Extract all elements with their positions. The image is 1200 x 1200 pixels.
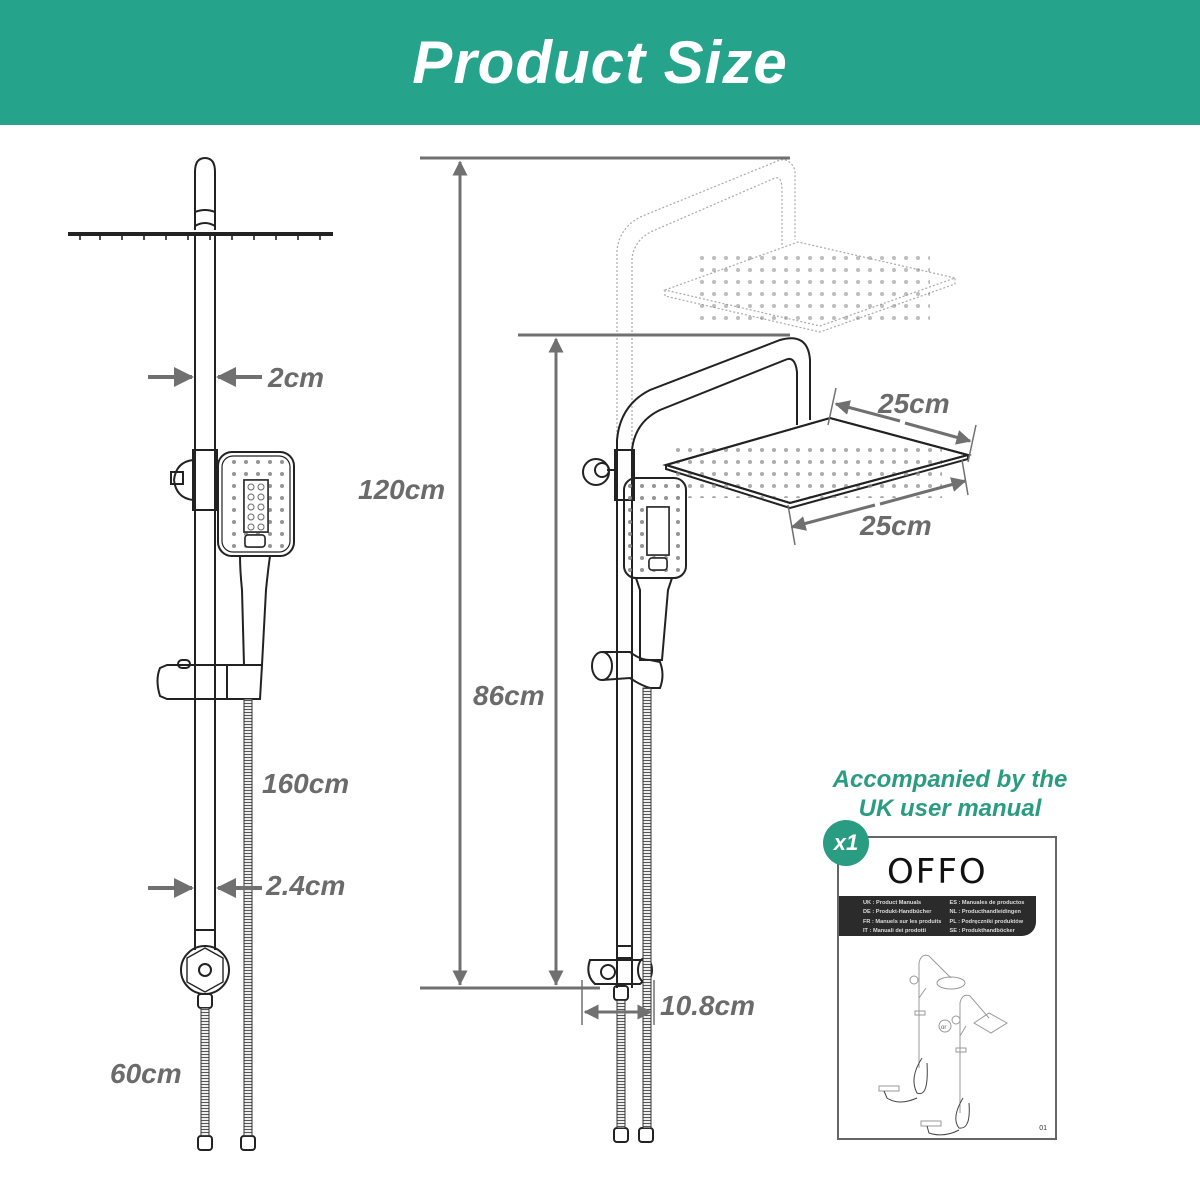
dim-min-height: 86cm (473, 680, 545, 711)
quantity-badge: x1 (823, 820, 869, 866)
left-inlet-hose (200, 1007, 210, 1137)
dim-rail-bottom-width: 2.4cm (266, 870, 346, 901)
dim-inlet-spacing: 10.8cm (660, 990, 755, 1021)
page-title: Product Size (412, 29, 788, 96)
manual-shower-illustration: or (878, 954, 1008, 1136)
title-banner: Product Size (0, 0, 1200, 125)
product-drawing (68, 156, 977, 1151)
left-shower-rail-drawing (68, 156, 333, 1151)
dim-max-height: 120cm (358, 474, 446, 505)
middle-shower-hose (642, 687, 652, 1129)
or-label: or (941, 1025, 946, 1031)
manual-caption: Accompanied by the UK user manual (810, 765, 1090, 823)
language-item: DE : Produkt-Handbücher (863, 909, 932, 916)
dim-rail-top-width: 2cm (268, 362, 325, 393)
language-item: SE : Produkthandböcker (949, 927, 1015, 934)
language-item: UK : Product Manuals (863, 900, 922, 906)
brand-logo: OFFO (887, 852, 988, 892)
manual-caption-line2: UK user manual (858, 795, 1042, 822)
dim-inlet-hose-length: 60cm (110, 1058, 182, 1089)
user-manual-booklet: OFFO UK : Product Manuals ES : Manuales … (837, 836, 1057, 1140)
middle-inlet-hose (616, 999, 626, 1129)
language-item: PL : Podręczniki produktów (949, 918, 1024, 925)
manual-caption-line1: Accompanied by the (832, 766, 1068, 793)
language-item: NL : Producthandleidingen (949, 909, 1021, 916)
language-item: IT : Manuali dei prodotti (863, 927, 927, 934)
left-shower-hose (243, 698, 253, 1137)
dim-head-depth: 25cm (878, 388, 950, 419)
dim-head-width: 25cm (860, 510, 932, 541)
page-number: 01 (1039, 1125, 1047, 1132)
extended-position-ghost (616, 159, 958, 500)
dim-hose-length: 160cm (262, 768, 350, 799)
middle-shower-drawing (582, 337, 972, 1143)
language-list: UK : Product Manuals ES : Manuales de pr… (839, 896, 1036, 936)
language-item: FR : Manuels sur les produits (863, 918, 942, 925)
language-item: ES : Manuales de productos (949, 900, 1025, 906)
